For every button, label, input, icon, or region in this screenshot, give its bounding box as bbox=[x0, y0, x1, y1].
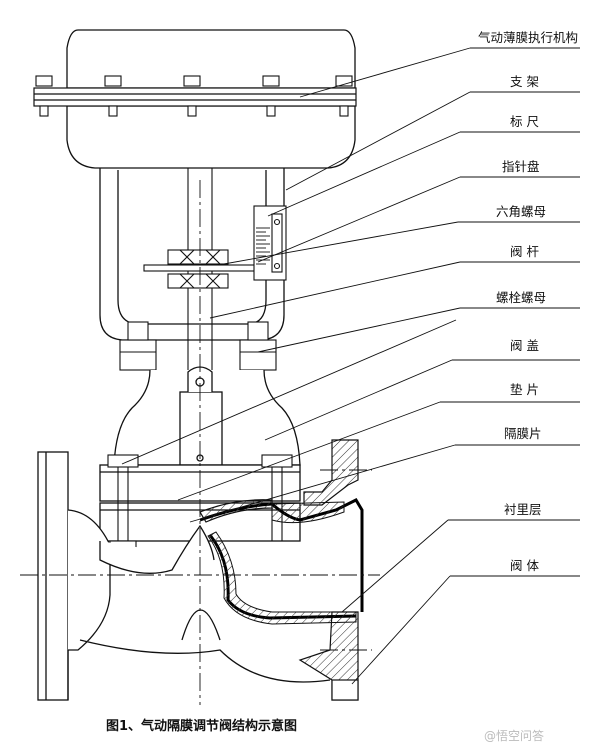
center-lines bbox=[20, 180, 380, 705]
lining-fill bbox=[207, 501, 357, 625]
actuator-housing bbox=[66, 29, 356, 169]
actuator-flange bbox=[33, 87, 357, 107]
yoke bbox=[99, 168, 285, 341]
actuator-bolts bbox=[35, 75, 353, 117]
figure-caption: 图1、气动隔膜调节阀结构示意图 bbox=[106, 718, 297, 734]
leader-lines bbox=[121, 47, 580, 685]
label-lining: 衬里层 bbox=[504, 502, 542, 517]
label-bolt-nut: 螺栓螺母 bbox=[496, 290, 546, 305]
label-valve-stem: 阀 杆 bbox=[510, 244, 539, 259]
label-actuator: 气动薄膜执行机构 bbox=[478, 30, 578, 45]
label-diaphragm: 隔膜片 bbox=[504, 426, 542, 441]
label-yoke: 支 架 bbox=[510, 74, 539, 89]
label-pointer-disc: 指针盘 bbox=[502, 159, 540, 174]
valve-body bbox=[37, 451, 331, 701]
diaphragm bbox=[199, 499, 273, 523]
label-hex-nut: 六角螺母 bbox=[496, 204, 546, 219]
scale bbox=[253, 205, 287, 281]
bonnet bbox=[113, 366, 301, 466]
label-scale: 标 尺 bbox=[510, 114, 539, 129]
hex-nut bbox=[167, 249, 229, 289]
right-flange-section bbox=[298, 439, 359, 701]
label-bonnet: 阀 盖 bbox=[510, 338, 539, 353]
label-gasket: 垫 片 bbox=[510, 382, 539, 397]
watermark: @悟空问答 bbox=[484, 728, 544, 743]
bonnet-bolts bbox=[119, 321, 277, 371]
pointer-disc bbox=[143, 264, 271, 272]
label-valve-body: 阀 体 bbox=[510, 558, 539, 573]
